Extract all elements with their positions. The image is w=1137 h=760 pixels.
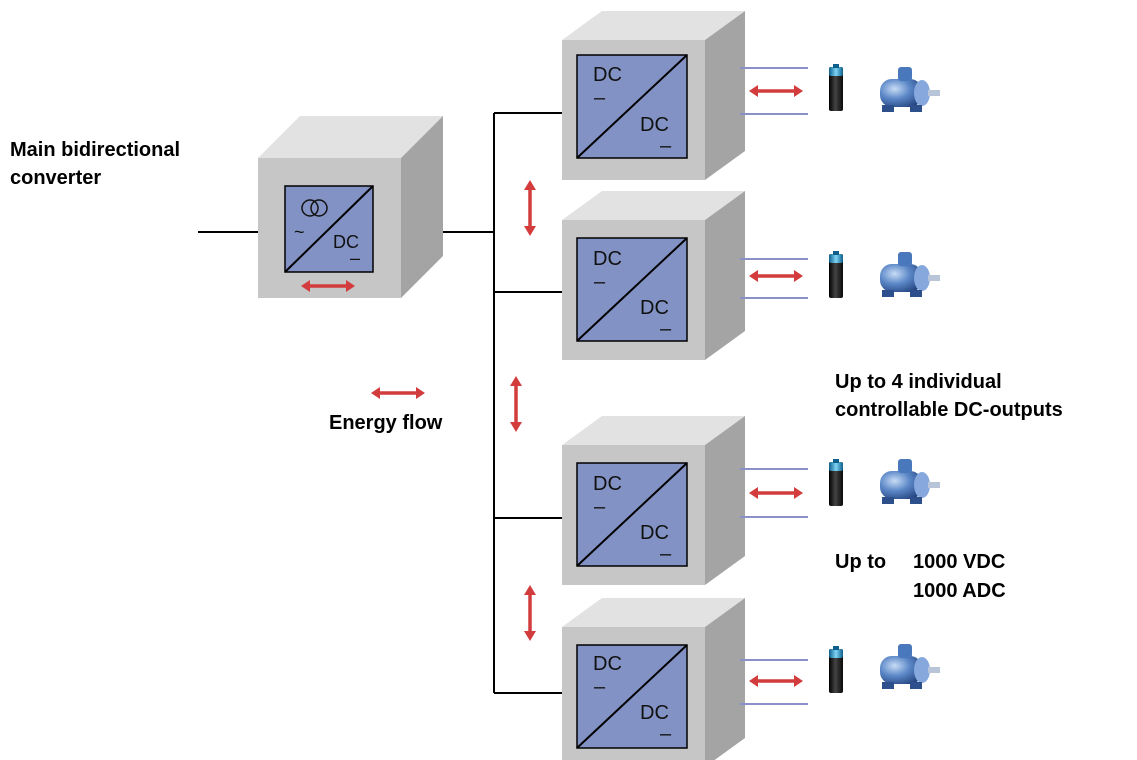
motor-icon xyxy=(880,644,940,689)
dc-in-label: DC xyxy=(593,64,622,86)
dc-out-symbol: – xyxy=(660,723,672,745)
motor-icon xyxy=(880,252,940,297)
dc-converter-4: DC – DC – xyxy=(562,598,745,760)
vertical-arrow-3 xyxy=(524,585,536,641)
transformer-icon-b xyxy=(310,199,328,217)
battery-icon xyxy=(829,251,843,298)
dc-converter-2: DC – DC – xyxy=(562,191,745,360)
main-box-side xyxy=(401,116,443,298)
main-panel-diagonal xyxy=(284,185,374,273)
motor-icon xyxy=(880,459,940,504)
legend-arrow xyxy=(371,387,425,399)
motor-icon xyxy=(880,67,940,112)
vertical-arrow-2 xyxy=(510,376,522,432)
main-box-top xyxy=(258,116,443,158)
current-rating: 1000 ADC xyxy=(913,580,1006,602)
dc-in-label: DC xyxy=(593,473,622,495)
output-flow-arrow xyxy=(749,85,803,97)
voltage-rating: 1000 VDC xyxy=(913,551,1006,573)
dc-in-symbol: – xyxy=(594,676,606,698)
main-dc-label: DC xyxy=(333,232,359,252)
dc-out-label: DC xyxy=(640,114,669,136)
dc-in-label: DC xyxy=(593,248,622,270)
dc-out-label: DC xyxy=(640,522,669,544)
battery-icon xyxy=(829,459,843,506)
dc-in-symbol: – xyxy=(594,496,606,518)
dc-out-label: DC xyxy=(640,702,669,724)
battery-icon xyxy=(829,646,843,693)
outputs-label-line2: controllable DC-outputs xyxy=(835,399,1063,421)
vertical-flow-arrows xyxy=(510,180,536,641)
dc-converter-1: DC – DC – xyxy=(562,11,745,180)
dc-out-symbol: – xyxy=(660,318,672,340)
main-converter: ~ DC – xyxy=(258,116,443,298)
ac-symbol: ~ xyxy=(294,222,305,242)
output-flow-arrow xyxy=(749,270,803,282)
rating-prefix: Up to xyxy=(835,551,887,573)
main-dc-symbol: – xyxy=(350,248,360,268)
dc-in-symbol: – xyxy=(594,87,606,109)
dc-in-symbol: – xyxy=(594,271,606,293)
output-flow-arrow xyxy=(749,487,803,499)
output-channel-4 xyxy=(740,644,940,705)
outputs-label-line1: Up to 4 individual xyxy=(835,371,1002,393)
dc-converter-3: DC – DC – xyxy=(562,416,745,585)
main-converter-label-line1: Main bidirectional xyxy=(10,139,181,161)
dc-out-label: DC xyxy=(640,297,669,319)
output-flow-arrow xyxy=(749,675,803,687)
energy-flow-label: Energy flow xyxy=(329,412,443,434)
main-converter-label-line2: converter xyxy=(10,167,102,189)
vertical-arrow-1 xyxy=(524,180,536,236)
output-channel-1 xyxy=(740,64,940,115)
dc-in-label: DC xyxy=(593,653,622,675)
transformer-icon xyxy=(301,199,319,217)
dc-out-symbol: – xyxy=(660,543,672,565)
dc-out-symbol: – xyxy=(660,135,672,157)
output-channel-2 xyxy=(740,251,940,299)
output-channel-3 xyxy=(740,459,940,518)
battery-icon xyxy=(829,64,843,111)
main-energy-arrow xyxy=(301,280,355,292)
